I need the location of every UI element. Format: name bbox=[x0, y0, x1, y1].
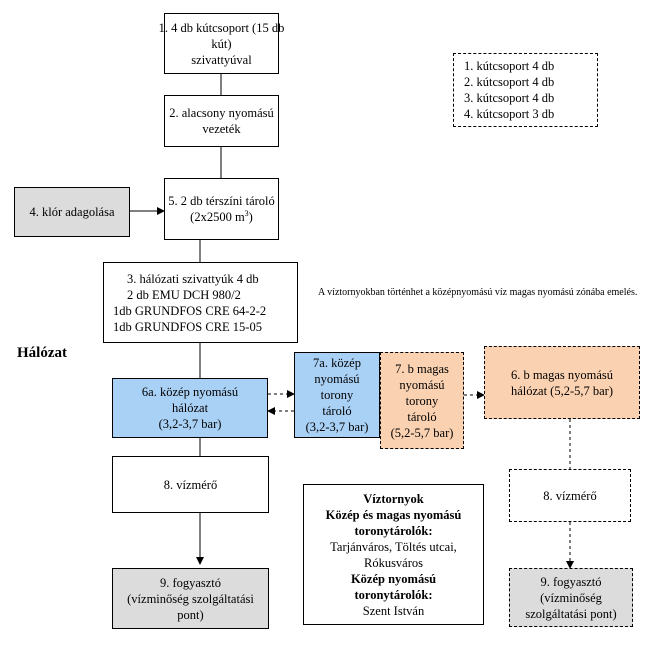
towers-heading-4: toronytárolók: bbox=[354, 587, 433, 602]
mp-tower-line-3: torony bbox=[320, 388, 354, 402]
mp-tower-line-5: (3,2-3,7 bar) bbox=[305, 420, 369, 434]
consumer-line-3: pont) bbox=[177, 607, 204, 622]
wells-line-3: szivattyúval bbox=[191, 52, 252, 67]
box-wells: 1. 4 db kútcsoport (15 db kút) szivattyú… bbox=[159, 13, 284, 74]
wells-line-1: 1. 4 db kútcsoport (15 db bbox=[158, 20, 285, 35]
box-consumer: 9. fogyasztó (vízminőség szolgáltatási p… bbox=[112, 568, 269, 629]
consumer-high-line-1: 9. fogyasztó bbox=[540, 574, 602, 589]
pumps-line-2: 2 db EMU DCH 980/2 bbox=[127, 287, 241, 302]
towers-title: Víztornyok bbox=[363, 491, 424, 506]
legend-item-4: 4. kútcsoport 3 db bbox=[464, 107, 555, 121]
legend-item-3: 3. kútcsoport 4 db bbox=[464, 91, 555, 105]
box-consumer-high: 9. fogyasztó (vízminőség szolgáltatási p… bbox=[509, 568, 633, 627]
mp-tower-line-4: tároló bbox=[322, 404, 352, 418]
reservoir-capacity: (2x2500 m bbox=[190, 210, 245, 224]
towers-heading-2: toronytárolók: bbox=[354, 523, 433, 538]
pumps-line-1: 3. hálózati szivattyúk 4 db bbox=[127, 271, 259, 286]
consumer-high-line-3: szolgáltatási pont) bbox=[525, 606, 617, 621]
hp-network-line-1: 6. b magas nyomású bbox=[510, 367, 614, 382]
hp-tower-line-4: tároló bbox=[407, 409, 437, 424]
consumer-line-2: (vízminőség szolgáltatási bbox=[127, 591, 254, 606]
pipe-line-1: 2. alacsony nyomású bbox=[169, 106, 274, 120]
legend-well-groups: 1. kútcsoport 4 db 2. kútcsoport 4 db 3.… bbox=[453, 53, 598, 127]
mp-tower-line-1: 7a. közép bbox=[313, 356, 361, 370]
box-low-pressure-pipe: 2. alacsony nyomású vezeték bbox=[164, 95, 279, 147]
reservoir-line-1: 5. 2 db térszíni tároló bbox=[168, 194, 275, 208]
towers-list-1: Tarjánváros, Töltés utcai, bbox=[330, 539, 457, 554]
box-medium-pressure-tower: 7a. közép nyomású torony tároló (3,2-3,7… bbox=[294, 352, 380, 438]
hp-tower-line-1: 7. b magas bbox=[395, 361, 449, 376]
box-high-pressure-tower: 7. b magas nyomású torony tároló (5,2-5,… bbox=[380, 352, 464, 449]
box-surface-reservoir: 5. 2 db térszíni tároló (2x2500 m3) bbox=[164, 178, 279, 240]
mp-network-line-1: 6a. közép nyomású bbox=[141, 385, 239, 399]
box-water-meter-high: 8. vízmérő bbox=[509, 469, 631, 522]
wells-line-2: kút) bbox=[211, 36, 232, 51]
box-high-pressure-network: 6. b magas nyomású hálózat (5,2-5,7 bar) bbox=[484, 346, 640, 419]
pumps-line-4: 1db GRUNDFOS CRE 15-05 bbox=[113, 319, 262, 334]
box-chlorine-dosing: 4. klór adagolása bbox=[14, 187, 130, 237]
network-heading: Hálózat bbox=[17, 345, 67, 361]
pumps-line-3: 1db GRUNDFOS CRE 64-2-2 bbox=[113, 303, 267, 318]
box-water-towers-info: Víztornyok Közép és magas nyomású torony… bbox=[303, 484, 484, 625]
legend-item-2: 2. kútcsoport 4 db bbox=[464, 75, 555, 89]
box-medium-pressure-network: 6a. közép nyomású hálózat (3,2-3,7 bar) bbox=[112, 378, 268, 438]
consumer-high-line-2: (vízminőség bbox=[540, 590, 602, 605]
box-water-meter: 8. vízmérő bbox=[112, 456, 269, 513]
mp-tower-line-2: nyomású bbox=[314, 372, 360, 386]
box-network-pumps: 3. hálózati szivattyúk 4 db 2 db EMU DCH… bbox=[103, 262, 298, 343]
mp-network-line-3: (3,2-3,7 bar) bbox=[158, 417, 222, 431]
reservoir-superscript: 3 bbox=[244, 208, 249, 218]
towers-heading-1: Közép és magas nyomású bbox=[325, 507, 462, 522]
chlorine-label: 4. klór adagolása bbox=[29, 205, 115, 219]
tower-note: A víztornyokban történhet a középnyomású… bbox=[318, 287, 638, 298]
towers-heading-3: Közép nyomású bbox=[350, 571, 437, 586]
towers-list-3: Szent István bbox=[362, 603, 425, 618]
meter-label: 8. vízmérő bbox=[163, 477, 218, 492]
meter-high-label: 8. vízmérő bbox=[543, 488, 597, 503]
legend-item-1: 1. kútcsoport 4 db bbox=[464, 59, 555, 73]
pipe-line-2: vezeték bbox=[202, 122, 241, 136]
consumer-line-1: 9. fogyasztó bbox=[159, 575, 222, 590]
hp-tower-line-5: (5,2-5,7 bar) bbox=[390, 425, 454, 440]
hp-tower-line-2: nyomású bbox=[399, 377, 445, 392]
mp-network-line-2: hálózat bbox=[171, 401, 209, 415]
reservoir-line-2: (2x2500 m3) bbox=[190, 209, 253, 225]
reservoir-paren: ) bbox=[248, 210, 253, 224]
towers-list-2: Rókusváros bbox=[363, 555, 424, 570]
hp-tower-line-3: torony bbox=[405, 393, 439, 408]
hp-network-line-2: hálózat (5,2-5,7 bar) bbox=[510, 383, 614, 398]
